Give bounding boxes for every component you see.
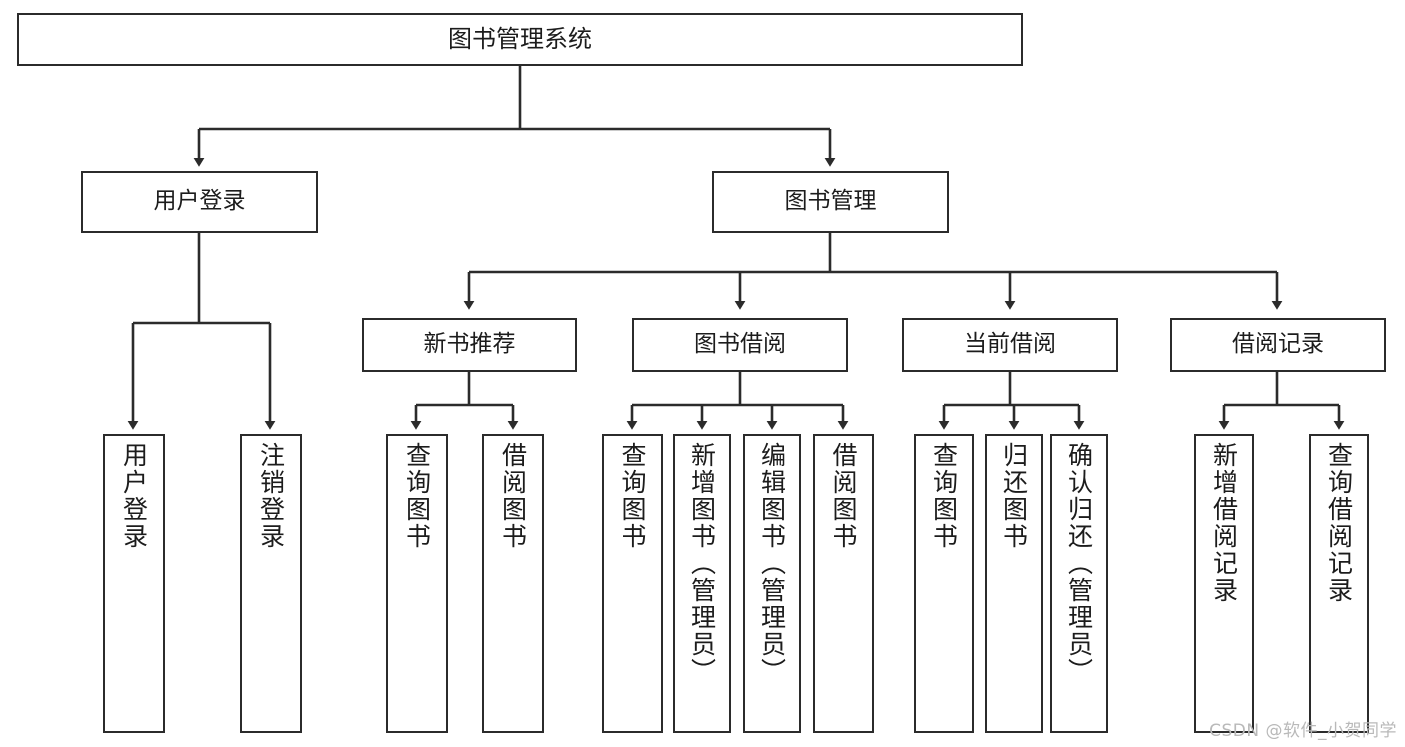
- node-leaf-label: 借阅图书: [829, 442, 858, 550]
- node-current-borrow-label: 当前借阅: [964, 331, 1056, 358]
- node-user-login-label: 用户登录: [153, 188, 246, 215]
- node-book-management-label: 图书管理: [784, 188, 877, 215]
- node-leaf-label: 确认归还（管理员）: [1064, 442, 1094, 685]
- node-leaf-label: 查询图书: [402, 442, 432, 550]
- node-current-borrow[interactable]: 当前借阅: [902, 318, 1118, 372]
- node-leaf-new-books-borrow[interactable]: 借阅图书: [482, 434, 544, 733]
- node-leaf-label: 归还图书: [999, 442, 1029, 550]
- node-leaf-user-login-logout[interactable]: 注销登录: [240, 434, 302, 733]
- node-leaf-current-borrow-return[interactable]: 归还图书: [985, 434, 1043, 733]
- node-leaf-book-borrow-query[interactable]: 查询图书: [602, 434, 663, 733]
- node-leaf-new-books-query[interactable]: 查询图书: [386, 434, 448, 733]
- node-root-label: 图书管理系统: [448, 25, 592, 54]
- node-leaf-label: 用户登录: [119, 442, 149, 550]
- node-book-borrow-label: 图书借阅: [694, 331, 786, 358]
- node-new-book-recommend-label: 新书推荐: [423, 331, 516, 358]
- node-leaf-borrow-records-add[interactable]: 新增借阅记录: [1194, 434, 1254, 733]
- node-leaf-current-borrow-query[interactable]: 查询图书: [914, 434, 974, 733]
- node-leaf-book-borrow-borrow[interactable]: 借阅图书: [813, 434, 874, 733]
- node-leaf-label: 新增借阅记录: [1209, 442, 1239, 604]
- node-leaf-label: 新增图书（管理员）: [687, 442, 717, 685]
- node-book-management[interactable]: 图书管理: [712, 171, 949, 233]
- node-leaf-current-borrow-confirm[interactable]: 确认归还（管理员）: [1050, 434, 1108, 733]
- node-leaf-book-borrow-add[interactable]: 新增图书（管理员）: [673, 434, 731, 733]
- node-new-book-recommend[interactable]: 新书推荐: [362, 318, 577, 372]
- node-borrow-records-label: 借阅记录: [1232, 331, 1324, 358]
- node-leaf-user-login-login[interactable]: 用户登录: [103, 434, 165, 733]
- node-leaf-label: 注销登录: [256, 442, 286, 550]
- node-leaf-label: 查询借阅记录: [1324, 442, 1354, 604]
- watermark: CSDN @软件_小贺同学: [1209, 721, 1397, 741]
- node-borrow-records[interactable]: 借阅记录: [1170, 318, 1386, 372]
- node-leaf-label: 查询图书: [618, 442, 647, 550]
- node-book-borrow[interactable]: 图书借阅: [632, 318, 848, 372]
- node-leaf-label: 查询图书: [929, 442, 959, 550]
- node-root[interactable]: 图书管理系统: [17, 13, 1023, 66]
- node-leaf-label: 编辑图书（管理员）: [757, 442, 787, 685]
- node-leaf-label: 借阅图书: [498, 442, 528, 550]
- node-leaf-borrow-records-query[interactable]: 查询借阅记录: [1309, 434, 1369, 733]
- node-user-login[interactable]: 用户登录: [81, 171, 318, 233]
- node-leaf-book-borrow-edit[interactable]: 编辑图书（管理员）: [743, 434, 801, 733]
